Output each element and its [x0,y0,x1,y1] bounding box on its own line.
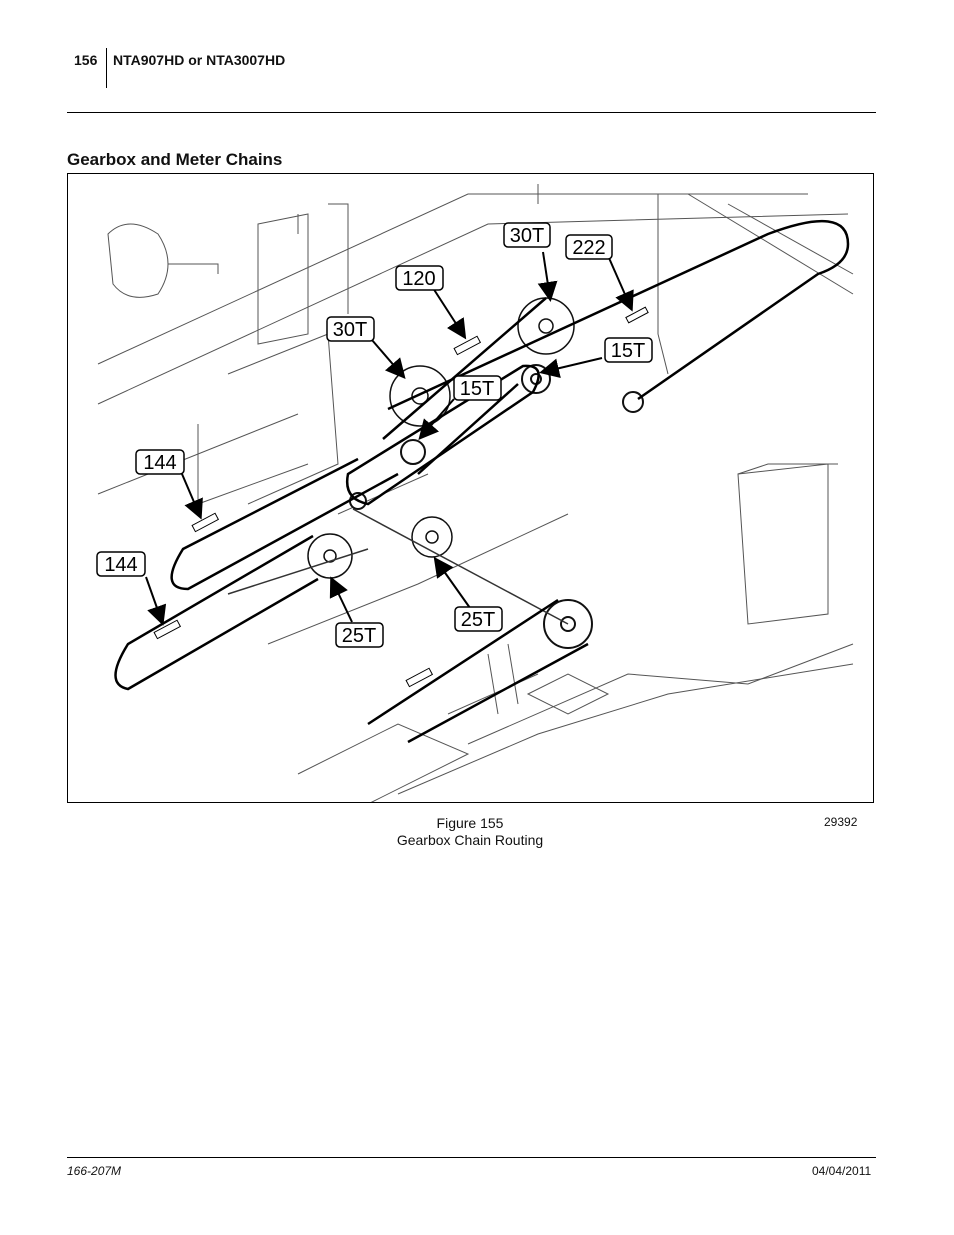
callout-144-lower: 144 [96,551,146,577]
sprocket-25t-center [411,516,453,558]
callout-30t-top: 30T [503,222,551,248]
machine-frame-lineart [97,184,854,802]
model-title: NTA907HD or NTA3007HD [113,52,286,68]
figure-image-id: 29392 [824,815,858,829]
svg-text:15T: 15T [460,378,494,400]
chain-144-lower [114,534,319,691]
figure-frame: 30T 222 120 30T 15T 15T 144 144 [67,173,874,803]
sprocket-15t-center [400,439,426,465]
document-date: 04/04/2011 [812,1164,872,1178]
header-divider [106,48,107,88]
svg-text:25T: 25T [461,609,495,631]
sprocket-30t-left [389,365,451,427]
sprocket-25t-left [307,533,353,579]
chain-lower [367,598,589,744]
svg-text:15T: 15T [611,340,645,362]
svg-text:222: 222 [572,237,605,259]
callout-25t-center: 25T [454,606,503,632]
figure-caption: Gearbox Chain Routing [396,832,544,848]
callout-222: 222 [565,234,613,260]
chain-15t-loop [345,364,540,506]
document-number: 166-207M [67,1164,122,1178]
svg-text:30T: 30T [510,225,544,247]
svg-text:144: 144 [143,452,176,474]
svg-text:144: 144 [104,554,137,576]
shaft [227,508,569,625]
chain-links [153,306,649,688]
chain-222 [387,219,850,411]
callout-15t-center: 15T [453,375,502,401]
callout-15t-right: 15T [604,337,653,363]
callout-144-upper: 144 [135,449,185,475]
figure-number: Figure 155 [436,815,504,831]
callout-30t-left: 30T [326,316,375,342]
chain-144-upper [170,457,399,591]
callout-120: 120 [395,265,444,291]
svg-text:120: 120 [402,268,435,290]
bottom-rule [67,1157,876,1158]
top-rule [67,112,876,113]
section-heading: Gearbox and Meter Chains [67,150,283,169]
svg-text:25T: 25T [342,625,376,647]
callout-arrows [145,251,634,626]
callout-25t-left: 25T [335,622,384,648]
chain-routing-illustration: 30T 222 120 30T 15T 15T 144 144 [96,184,854,802]
chains [114,219,850,744]
svg-text:30T: 30T [333,319,367,341]
page-number: 156 [74,52,98,68]
